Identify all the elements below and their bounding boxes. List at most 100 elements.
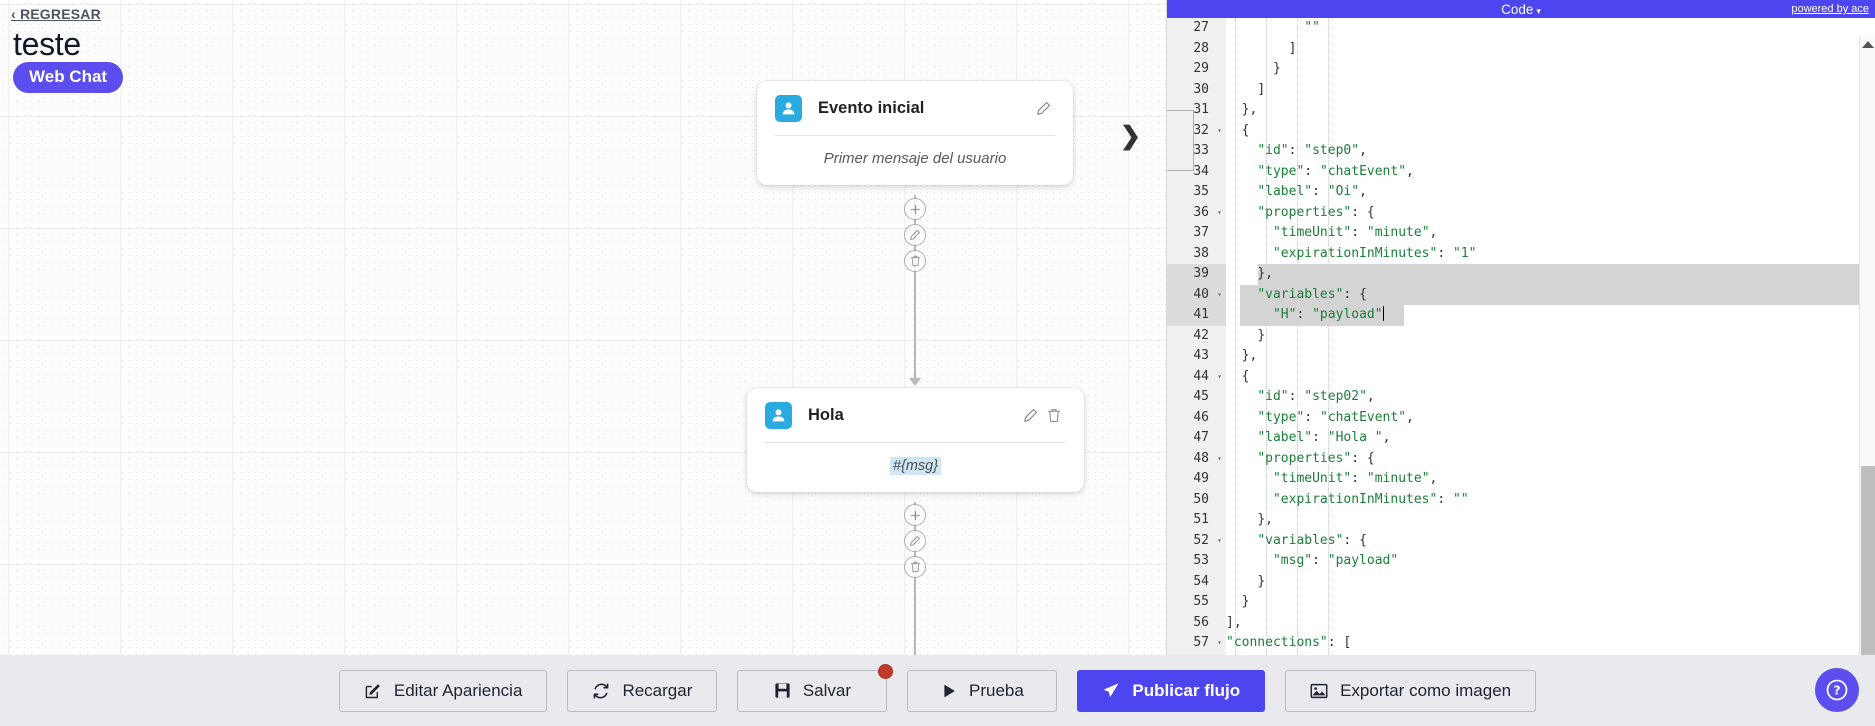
- exportar-como-imagen-button[interactable]: Exportar como imagen: [1285, 669, 1537, 712]
- code-line-text: "id": "step02",: [1257, 389, 1375, 404]
- editor-code-area[interactable]: "" ] } ] }, { "id": "step0", "type": "ch…: [1226, 18, 1875, 655]
- gutter-line-number[interactable]: 38: [1193, 245, 1209, 261]
- gutter-line-number[interactable]: 56: [1193, 614, 1209, 630]
- powered-by-ace-link[interactable]: powered by ace: [1791, 3, 1869, 15]
- connector-edit-button[interactable]: [904, 224, 926, 246]
- gutter-line-number[interactable]: 30: [1193, 81, 1209, 97]
- fold-toggle-icon[interactable]: ▾: [1217, 535, 1222, 545]
- editor-vertical-scrollbar[interactable]: [1859, 36, 1875, 655]
- fold-toggle-icon[interactable]: ▾: [1217, 289, 1222, 299]
- code-line[interactable]: "msg": "payload": [1226, 551, 1875, 572]
- code-line[interactable]: "expirationInMinutes": "": [1226, 490, 1875, 511]
- fold-toggle-icon[interactable]: ▾: [1217, 125, 1222, 135]
- prueba-button[interactable]: Prueba: [907, 669, 1058, 712]
- flow-node-hola[interactable]: Hola #{msg}: [747, 388, 1084, 492]
- gutter-line-number[interactable]: 28: [1193, 40, 1209, 56]
- gutter-line-number[interactable]: 45: [1193, 389, 1209, 404]
- gutter-line-number[interactable]: 31: [1193, 102, 1209, 117]
- code-line[interactable]: },: [1226, 264, 1875, 285]
- gutter-line-number[interactable]: 36▾: [1167, 203, 1226, 224]
- gutter-line-number[interactable]: 47: [1193, 430, 1209, 445]
- code-line[interactable]: "properties": {: [1226, 203, 1875, 224]
- gutter-line-number[interactable]: 32▾: [1167, 121, 1226, 142]
- connector-add-button-2[interactable]: [904, 504, 926, 526]
- code-line[interactable]: "expirationInMinutes": "1": [1226, 244, 1875, 265]
- code-line[interactable]: "timeUnit": "minute",: [1226, 223, 1875, 244]
- fold-toggle-icon[interactable]: ▾: [1217, 453, 1222, 463]
- gutter-line-number[interactable]: 41: [1167, 305, 1226, 326]
- gutter-line-number[interactable]: 44▾: [1167, 367, 1226, 388]
- gutter-line-number[interactable]: 40▾: [1167, 284, 1226, 305]
- code-line[interactable]: {: [1226, 367, 1875, 388]
- back-link[interactable]: ‹ REGRESAR: [11, 6, 101, 22]
- code-line[interactable]: {: [1226, 121, 1875, 142]
- code-line[interactable]: ],: [1226, 613, 1875, 634]
- code-line[interactable]: "connections": [: [1226, 633, 1875, 654]
- code-line[interactable]: }: [1226, 59, 1875, 80]
- code-line[interactable]: "type": "chatEvent",: [1226, 162, 1875, 183]
- gutter-line-number[interactable]: 43: [1193, 348, 1209, 363]
- code-line[interactable]: "type": "chatEvent",: [1226, 408, 1875, 429]
- code-line[interactable]: "label": "Oi",: [1226, 182, 1875, 203]
- gutter-line-number[interactable]: 49: [1193, 471, 1209, 486]
- fold-toggle-icon[interactable]: ▾: [1217, 371, 1222, 381]
- fold-expand-arrow-icon[interactable]: ❯: [1120, 122, 1141, 150]
- code-line[interactable]: "variables": {: [1226, 531, 1875, 552]
- code-line[interactable]: "timeUnit": "minute",: [1226, 469, 1875, 490]
- flow-canvas[interactable]: ‹ REGRESAR teste Web Chat: [0, 0, 1166, 655]
- code-line[interactable]: ]: [1226, 39, 1875, 60]
- gutter-line-number[interactable]: 34: [1193, 163, 1209, 179]
- connector-delete-button-2[interactable]: [904, 556, 926, 578]
- code-line[interactable]: "properties": {: [1226, 449, 1875, 470]
- code-line[interactable]: "variables": {: [1226, 284, 1875, 305]
- gutter-line-number[interactable]: 46: [1193, 409, 1209, 425]
- scrollbar-thumb[interactable]: [1861, 466, 1875, 655]
- code-line[interactable]: ]: [1226, 80, 1875, 101]
- connector-edit-button-2[interactable]: [904, 530, 926, 552]
- gutter-line-number[interactable]: 50: [1193, 491, 1209, 507]
- gutter-line-number[interactable]: 54: [1193, 573, 1209, 589]
- code-line[interactable]: }: [1226, 572, 1875, 593]
- scroll-up-arrow-icon[interactable]: [1861, 41, 1874, 48]
- gutter-line-number[interactable]: 27: [1193, 20, 1209, 35]
- gutter-line-number[interactable]: 57▾: [1167, 633, 1226, 654]
- code-editor-pane[interactable]: Code▾ powered by ace 27 28 29 30 31 32▾33 34 35…: [1166, 0, 1875, 655]
- gutter-line-number[interactable]: 37: [1193, 225, 1209, 240]
- code-line[interactable]: },: [1226, 100, 1875, 121]
- editar-apariencia-button[interactable]: Editar Apariencia: [338, 669, 548, 712]
- salvar-button[interactable]: Salvar: [737, 663, 894, 712]
- code-line[interactable]: "id": "step0",: [1226, 141, 1875, 162]
- fold-toggle-icon[interactable]: ▾: [1217, 207, 1222, 217]
- connector-delete-button[interactable]: [904, 250, 926, 272]
- gutter-line-number[interactable]: 53: [1193, 553, 1209, 568]
- code-line[interactable]: },: [1226, 510, 1875, 531]
- gutter-line-number[interactable]: 33: [1193, 143, 1209, 158]
- code-line[interactable]: "": [1226, 18, 1875, 39]
- connector-add-button[interactable]: [904, 198, 926, 220]
- code-line[interactable]: },: [1226, 346, 1875, 367]
- fold-toggle-icon[interactable]: ▾: [1217, 638, 1222, 647]
- gutter-line-number[interactable]: 39: [1167, 264, 1226, 285]
- gutter-line-number[interactable]: 55: [1193, 594, 1209, 609]
- gutter-line-number[interactable]: 29: [1193, 61, 1209, 76]
- gutter-line-number[interactable]: 52▾: [1167, 531, 1226, 552]
- node-trash-icon[interactable]: [1042, 404, 1066, 428]
- node-edit-icon[interactable]: [1018, 404, 1042, 428]
- code-line[interactable]: }: [1226, 592, 1875, 613]
- recargar-button[interactable]: Recargar: [567, 669, 718, 712]
- gutter-line-number[interactable]: 48▾: [1167, 449, 1226, 470]
- help-button[interactable]: ?: [1815, 668, 1859, 712]
- gutter-line-number[interactable]: 42: [1193, 327, 1209, 343]
- gutter-line-number[interactable]: 51: [1193, 512, 1209, 527]
- publicar-flujo-button[interactable]: Publicar flujo: [1077, 669, 1266, 712]
- code-line[interactable]: }: [1226, 326, 1875, 347]
- code-line[interactable]: "id": "step02",: [1226, 387, 1875, 408]
- flow-node-evento-inicial[interactable]: Evento inicial Primer mensaje del usuari…: [757, 81, 1073, 185]
- code-line[interactable]: "label": "Hola ",: [1226, 428, 1875, 449]
- node-edit-icon[interactable]: [1031, 97, 1055, 121]
- gutter-line-number[interactable]: 35: [1193, 184, 1209, 199]
- code-line[interactable]: "H": "payload": [1226, 305, 1875, 326]
- code-title-dropdown[interactable]: Code▾: [1501, 2, 1541, 17]
